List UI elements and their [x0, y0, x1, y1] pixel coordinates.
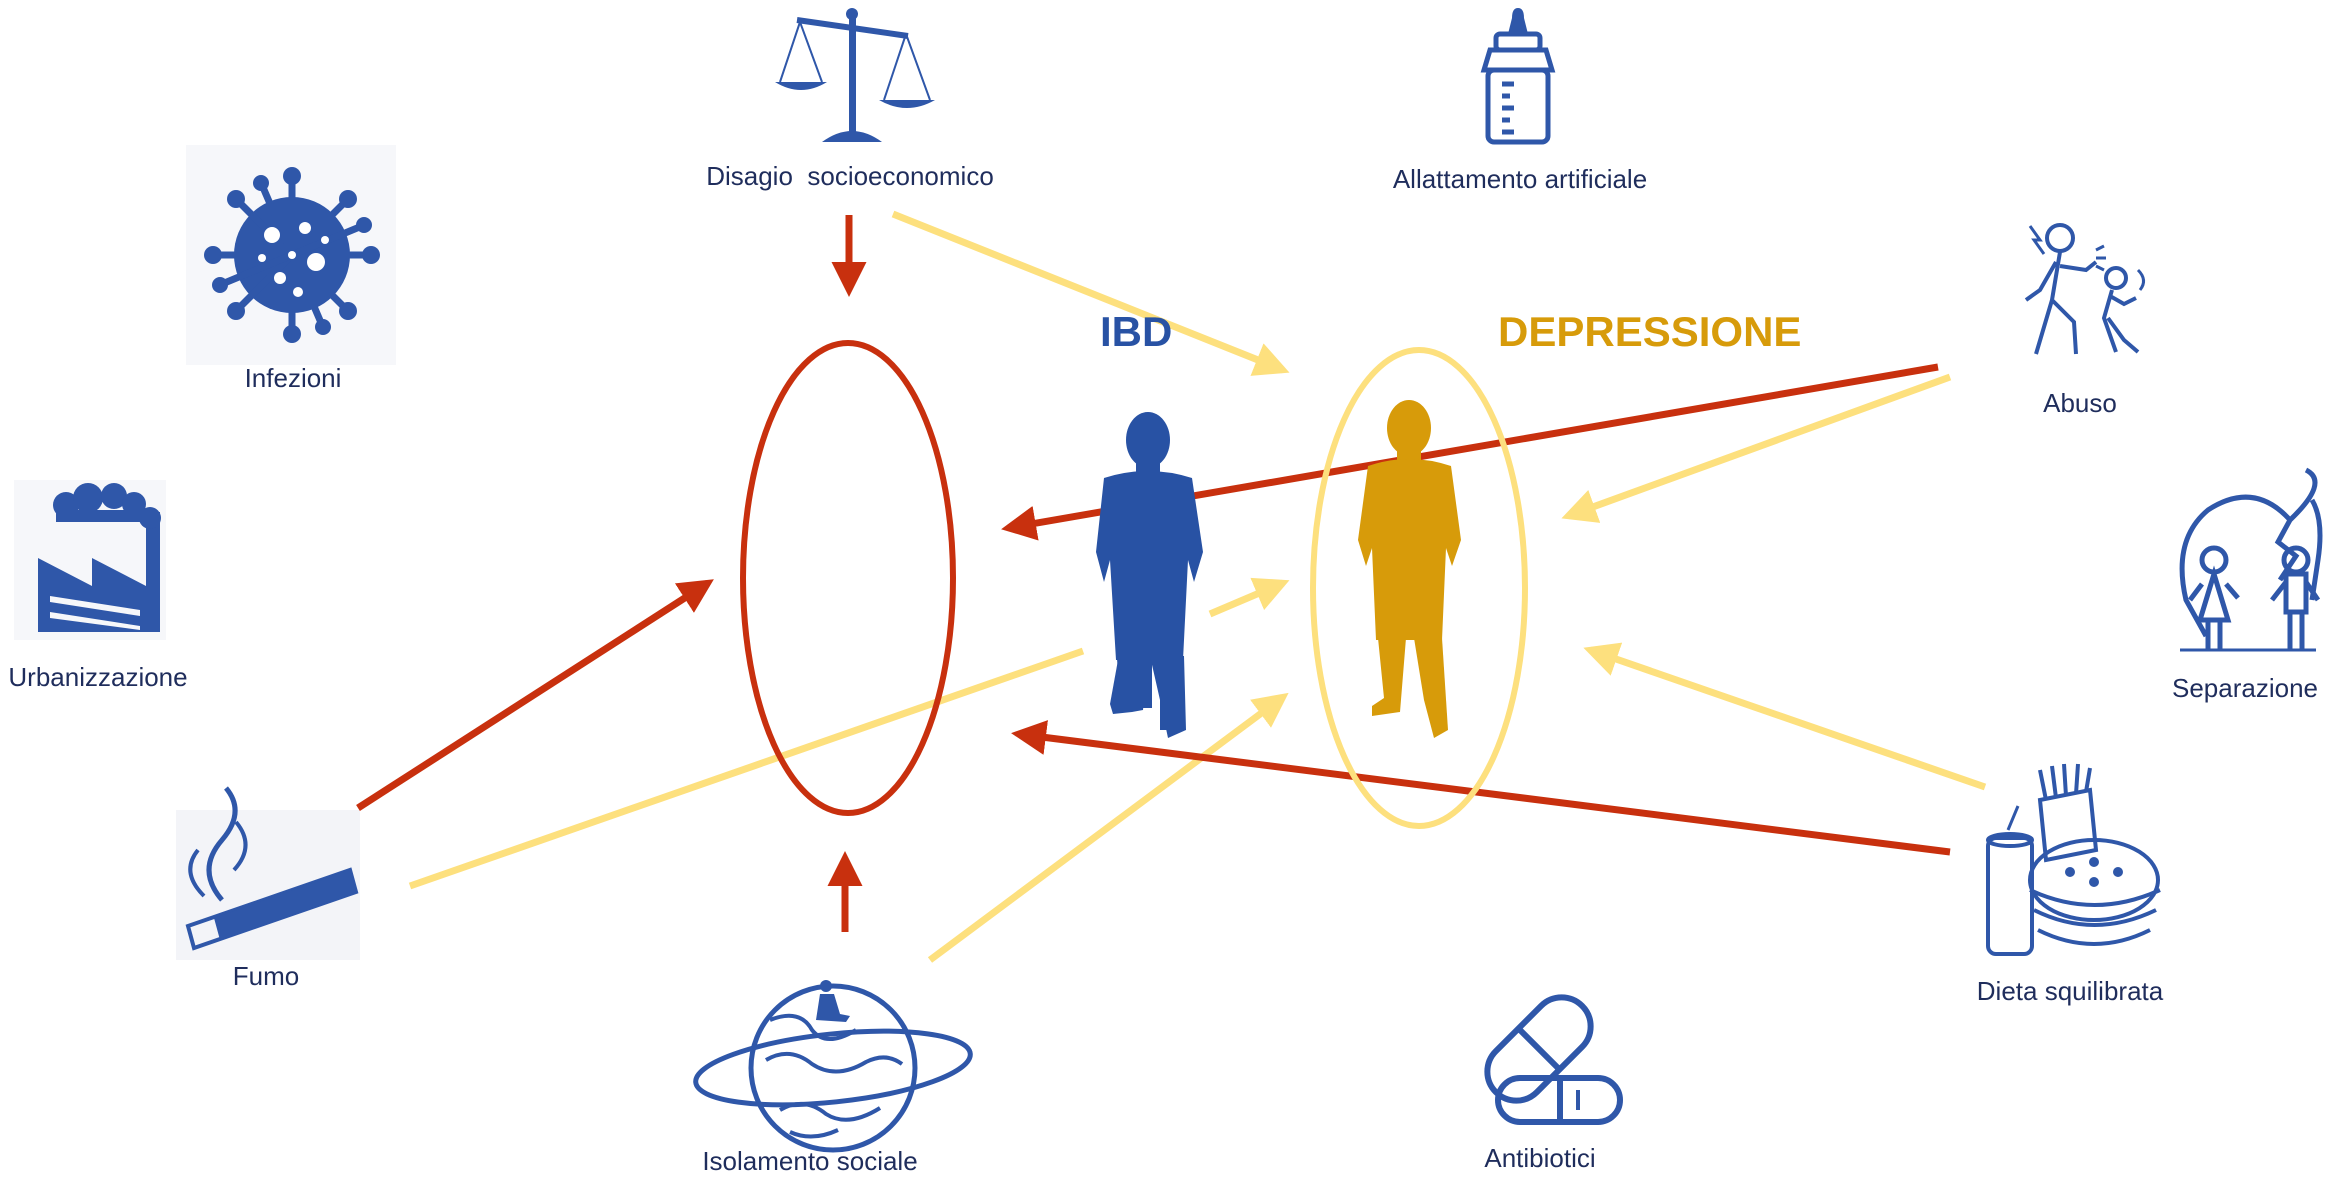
scales-icon [775, 8, 935, 142]
label-separazione: Separazione [2172, 673, 2318, 703]
depression-title: DEPRESSIONE [1498, 308, 1802, 355]
arrow-isolamento-to-depression [927, 692, 1289, 963]
label-dieta: Dieta squilibrata [1976, 976, 2164, 1006]
antibiotics-icon [1484, 994, 1623, 1125]
arrow-dieta-to-ibd [1011, 720, 1951, 856]
junk-food-icon [1986, 763, 2161, 956]
arrow-disagio-to-depression [891, 210, 1290, 376]
arrow-abuso-to-depression [1561, 373, 1952, 523]
arrow-dieta-to-depression [1583, 642, 1987, 791]
virus-icon [204, 167, 380, 343]
depression-person-figure [1358, 400, 1461, 738]
arrow-fumo-to-ibd [356, 579, 714, 811]
label-allattamento: Allattamento artificiale [1392, 164, 1648, 194]
label-antibiotici: Antibiotici [1484, 1143, 1596, 1173]
separation-icon [2179, 467, 2323, 652]
depression-arrows [408, 210, 1987, 963]
label-fumo: Fumo [232, 961, 300, 991]
cigarette-icon [185, 786, 359, 951]
depression-oval [1310, 347, 1528, 829]
arrow-ibd-to-depression [1208, 577, 1290, 618]
ibd-oval [740, 340, 956, 816]
factory-icon [38, 483, 161, 632]
line-fumo-to-depression [408, 647, 1085, 890]
label-abuso: Abuso [2043, 388, 2117, 418]
ibd-person-figure [1096, 412, 1203, 738]
label-isolamento: Isolamento sociale [702, 1146, 918, 1176]
baby-bottle-icon [1480, 8, 1556, 145]
planet-icon [693, 980, 973, 1153]
abuse-icon [2024, 223, 2145, 355]
label-infezioni: Infezioni [244, 363, 342, 393]
label-disagio: Disagio socioeconomico [706, 161, 994, 191]
label-urbanizzazione: Urbanizzazione [8, 662, 188, 692]
ibd-title: IBD [1100, 308, 1173, 355]
